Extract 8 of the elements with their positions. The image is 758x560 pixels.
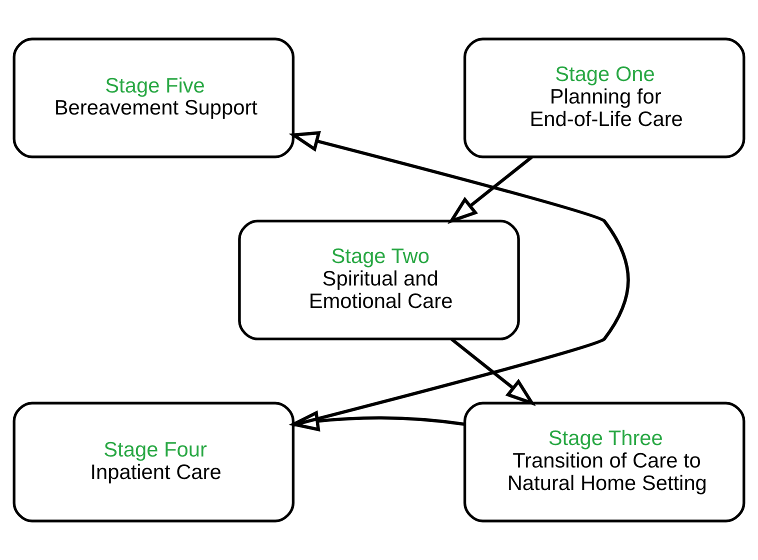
arrow: [450, 338, 536, 406]
node-box: Stage Five Bereavement Support: [12, 38, 295, 158]
node-box: Stage Four Inpatient Care: [12, 402, 295, 522]
arrow: [288, 410, 465, 432]
node-box: Stage Three Transition of Care to Natural Home Setting: [463, 402, 746, 522]
node-box: Stage Two Spiritual and Emotional Care: [238, 220, 520, 340]
node-box: Stage One Planning for End-of-Life Care: [463, 38, 746, 158]
arrow: [448, 156, 533, 224]
